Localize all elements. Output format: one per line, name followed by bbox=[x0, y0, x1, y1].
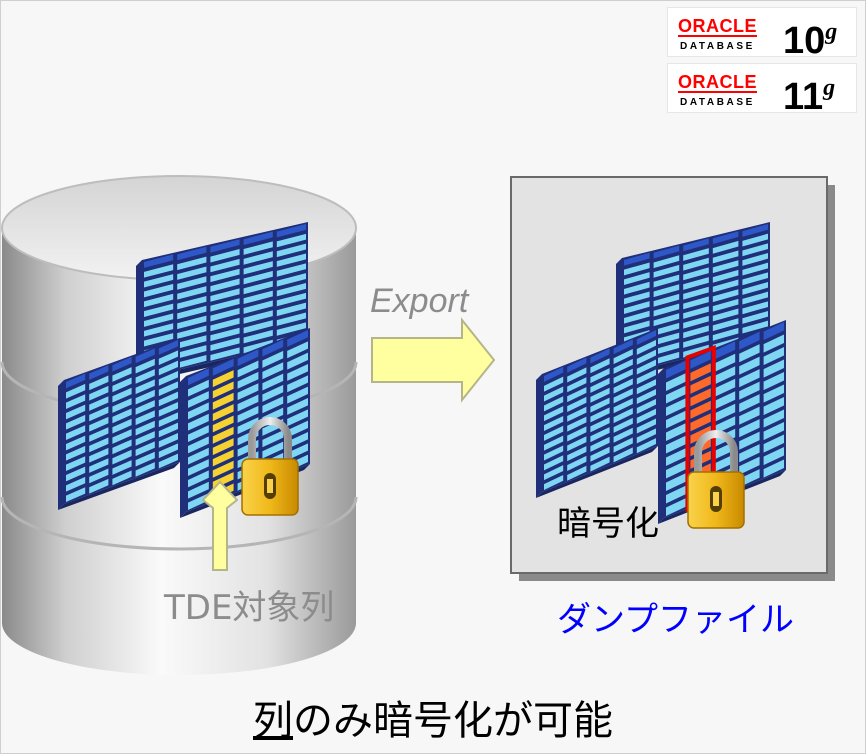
table-group bbox=[58, 222, 786, 524]
caption-rest: のみ暗号化が可能 bbox=[293, 698, 613, 744]
caption-underlined: 列 bbox=[253, 698, 293, 744]
oracle-11g-badge: ORACLE DATABASE 11g bbox=[668, 64, 856, 117]
padlock-icon bbox=[241, 417, 299, 516]
export-arrow bbox=[371, 317, 496, 403]
data-table-icon bbox=[58, 338, 180, 510]
oracle-logo: ORACLE bbox=[678, 72, 757, 93]
caption: 列のみ暗号化が可能 bbox=[0, 688, 866, 746]
dump-file-link[interactable]: ダンプファイル bbox=[557, 600, 794, 640]
version-number: 11g bbox=[783, 75, 836, 118]
padlock-icon bbox=[687, 430, 745, 529]
database-word: DATABASE bbox=[680, 97, 755, 108]
oracle-10g-badge: ORACLE DATABASE 10g bbox=[668, 8, 856, 61]
data-table-icon bbox=[536, 328, 658, 498]
export-label: Export bbox=[370, 282, 469, 320]
oracle-logo: ORACLE bbox=[678, 16, 757, 37]
encrypted-label: 暗号化 bbox=[557, 504, 659, 544]
tde-column-pointer-arrow bbox=[201, 480, 239, 571]
tde-column-label: TDE対象列 bbox=[164, 588, 335, 628]
database-word: DATABASE bbox=[680, 41, 755, 52]
version-number: 10g bbox=[783, 19, 838, 62]
